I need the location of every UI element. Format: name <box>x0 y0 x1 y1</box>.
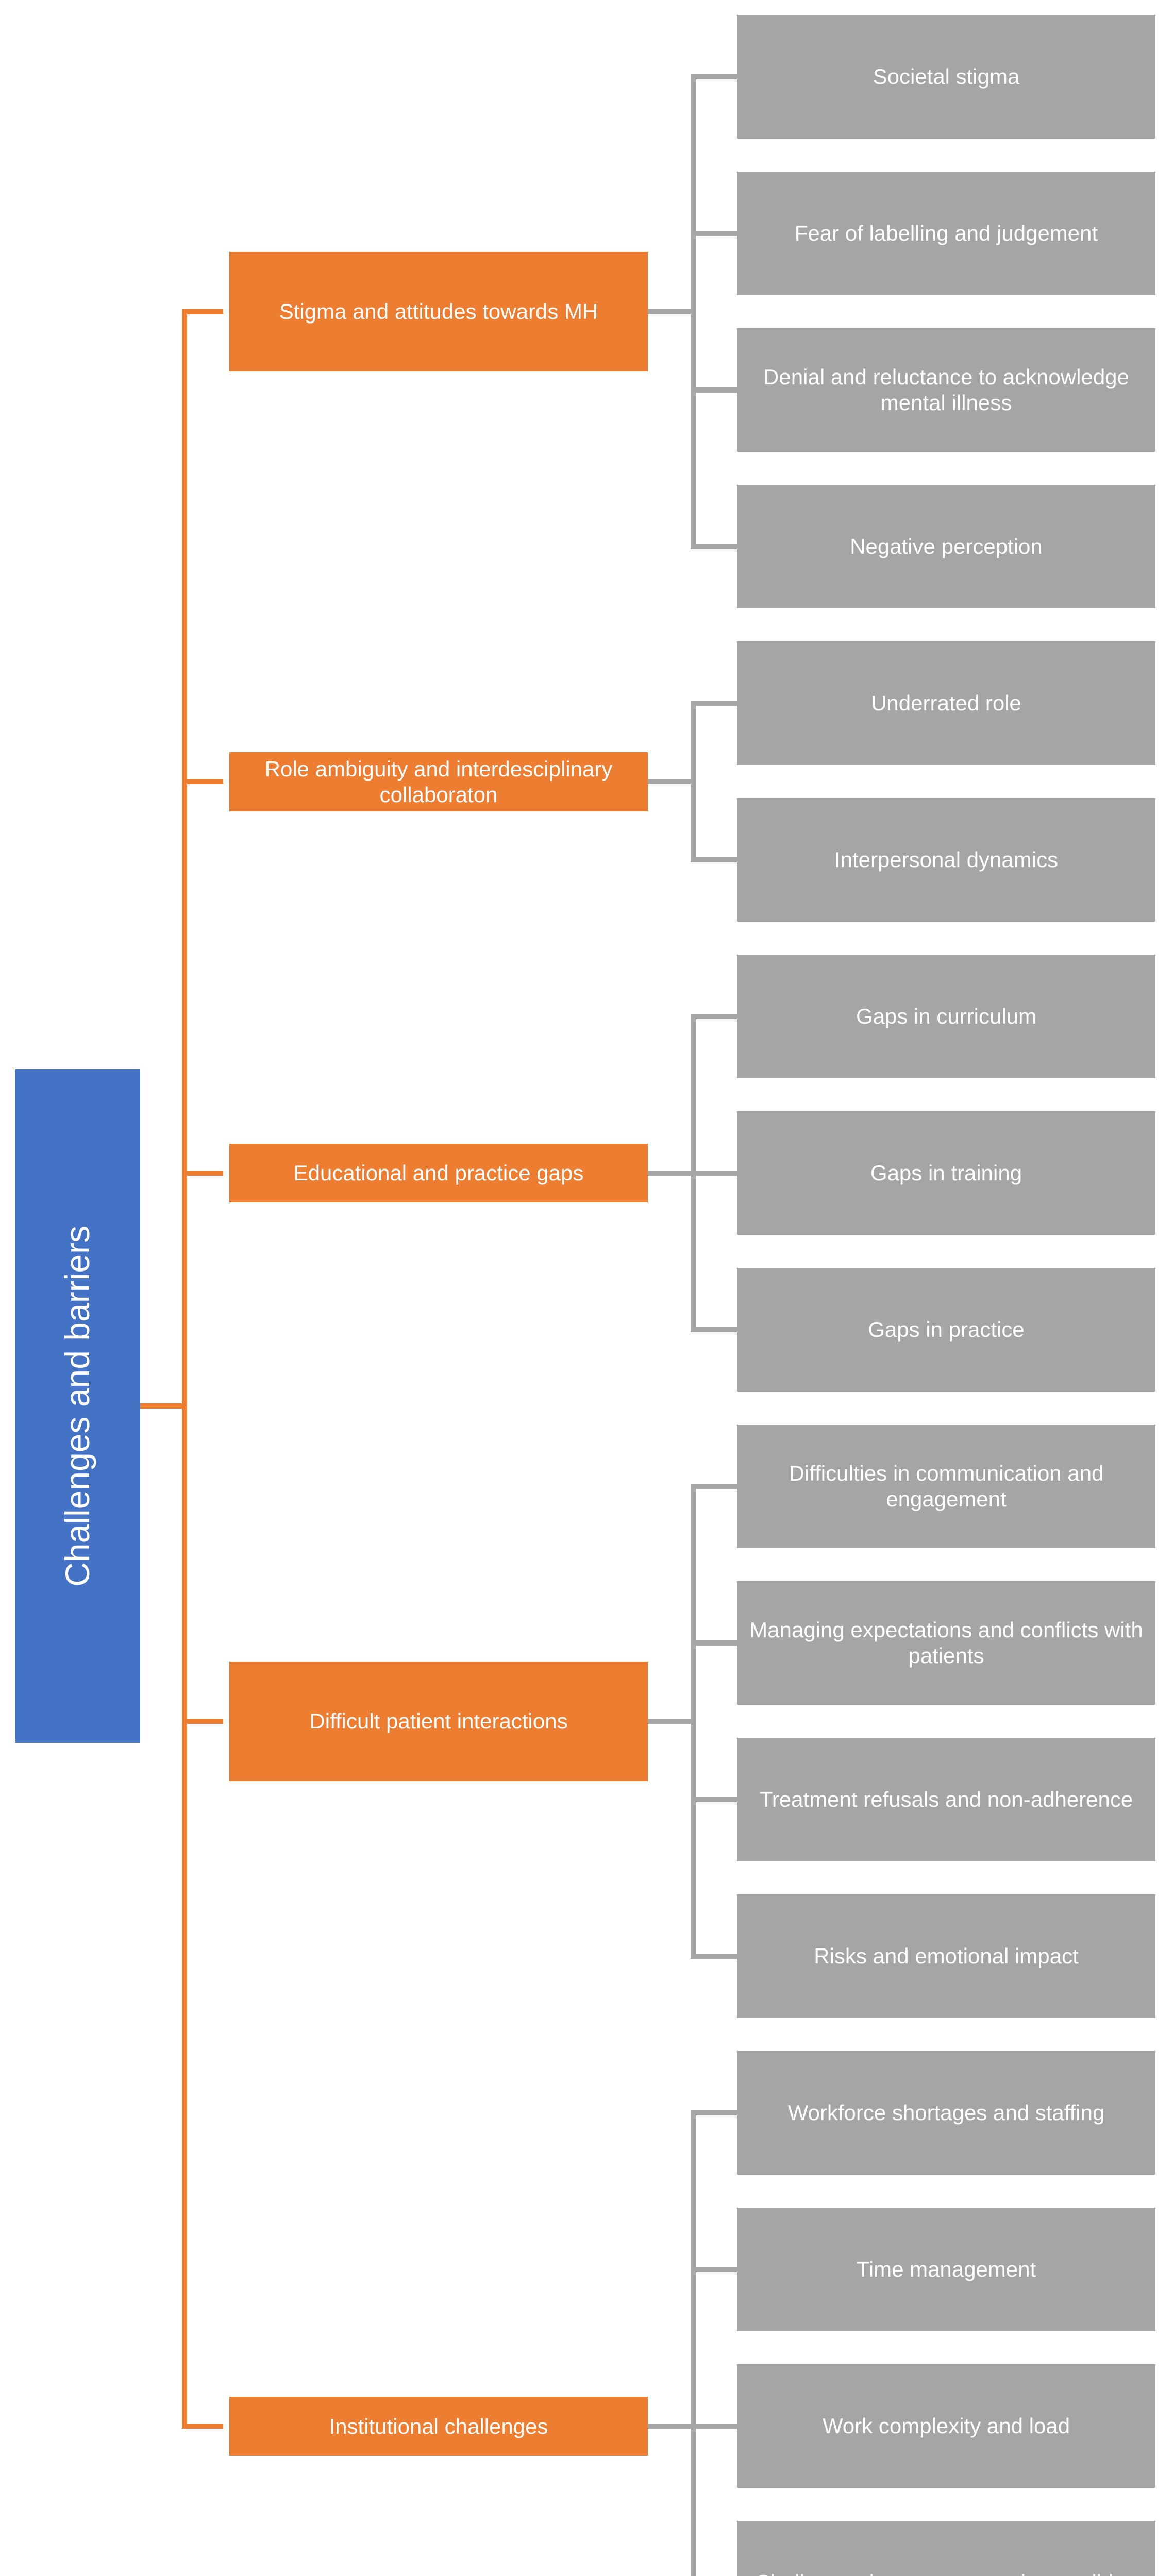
connector-trunk-stub <box>182 779 223 784</box>
leaf-node-label: Gaps in training <box>870 1161 1022 1185</box>
branch-node[interactable]: Stigma and attitudes towards MH <box>229 252 648 371</box>
leaf-node-label: Denial and reluctance to acknowledge men… <box>763 365 1129 415</box>
connector-leaf-stub <box>691 2424 737 2429</box>
leaf-node[interactable]: Negative perception <box>737 485 1155 608</box>
connector-leaf-stub <box>691 1484 737 1489</box>
leaf-node[interactable]: Gaps in training <box>737 1111 1155 1235</box>
leaf-node-label: Managing expectations and conflicts with… <box>749 1618 1143 1668</box>
leaf-node[interactable]: Underrated role <box>737 641 1155 765</box>
leaf-node[interactable]: Workforce shortages and staffing <box>737 2051 1155 2175</box>
leaf-node[interactable]: Gaps in practice <box>737 1268 1155 1392</box>
connector-trunk-spine <box>182 309 187 2429</box>
leaf-node[interactable]: Challenges in treatment and prescribing <box>737 2521 1155 2576</box>
leaf-node[interactable]: Treatment refusals and non-adherence <box>737 1738 1155 1861</box>
leaf-node-label: Work complexity and load <box>822 2414 1070 2438</box>
connector-branch-to-spine <box>648 309 696 314</box>
branch-node-label: Difficult patient interactions <box>309 1709 568 1734</box>
branch-node[interactable]: Difficult patient interactions <box>229 1662 648 1781</box>
leaf-node[interactable]: Managing expectations and conflicts with… <box>737 1581 1155 1705</box>
leaf-node[interactable]: Difficulties in communication and engage… <box>737 1425 1155 1548</box>
leaf-node[interactable]: Fear of labelling and judgement <box>737 172 1155 295</box>
connector-leaf-stub <box>691 2267 737 2272</box>
connector-leaf-stub <box>691 387 737 393</box>
connector-branch-to-spine <box>648 2424 696 2429</box>
connector-leaf-stub <box>691 1954 737 1959</box>
branch-node[interactable]: Educational and practice gaps <box>229 1144 648 1202</box>
connector-trunk-stub <box>182 309 223 314</box>
connector-trunk-stub <box>182 2424 223 2429</box>
connector-leaf-stub <box>691 701 737 706</box>
root-node-challenges-and-barriers[interactable]: Challenges and barriers <box>15 1069 140 1743</box>
leaf-node[interactable]: Gaps in curriculum <box>737 955 1155 1078</box>
connector-leaf-stub <box>691 2110 737 2115</box>
connector-leaf-stub <box>691 1171 737 1176</box>
leaf-node-label: Societal stigma <box>873 64 1020 89</box>
leaf-node-label: Time management <box>856 2257 1036 2282</box>
leaf-node-label: Interpersonal dynamics <box>834 848 1059 872</box>
leaf-node-label: Treatment refusals and non-adherence <box>759 1787 1133 1812</box>
branch-node[interactable]: Institutional challenges <box>229 2397 648 2456</box>
leaf-node-label: Negative perception <box>850 534 1043 559</box>
connector-branch-to-spine <box>648 1171 696 1176</box>
leaf-node-label: Underrated role <box>871 691 1021 716</box>
branch-node-label: Stigma and attitudes towards MH <box>279 299 598 324</box>
branch-node-label: Role ambiguity and interdesciplinary col… <box>264 756 613 807</box>
connector-branch-to-spine <box>648 1719 696 1724</box>
leaf-node[interactable]: Interpersonal dynamics <box>737 798 1155 922</box>
leaf-node[interactable]: Risks and emotional impact <box>737 1894 1155 2018</box>
leaf-node[interactable]: Work complexity and load <box>737 2364 1155 2488</box>
connector-leaf-stub <box>691 1640 737 1646</box>
connector-trunk-stub <box>182 1719 223 1724</box>
connector-leaf-stub <box>691 544 737 549</box>
connector-leaf-spine <box>691 2110 696 2576</box>
connector-leaf-stub <box>691 1014 737 1019</box>
leaf-node-label: Fear of labelling and judgement <box>794 221 1098 246</box>
connector-leaf-stub <box>691 74 737 79</box>
branch-node-label: Educational and practice gaps <box>293 1161 584 1185</box>
connector-leaf-stub <box>691 1797 737 1802</box>
leaf-node-label: Difficulties in communication and engage… <box>789 1461 1104 1511</box>
connector-trunk-stub <box>182 1171 223 1176</box>
branch-node[interactable]: Role ambiguity and interdesciplinary col… <box>229 752 648 811</box>
leaf-node-label: Challenges in treatment and prescribing <box>755 2570 1137 2576</box>
leaf-node[interactable]: Time management <box>737 2208 1155 2331</box>
connector-leaf-stub <box>691 857 737 862</box>
leaf-node-label: Gaps in curriculum <box>856 1004 1037 1029</box>
branch-node-label: Institutional challenges <box>329 2414 548 2438</box>
leaf-node[interactable]: Denial and reluctance to acknowledge men… <box>737 328 1155 452</box>
leaf-node-label: Workforce shortages and staffing <box>787 2100 1105 2125</box>
connector-branch-to-spine <box>648 779 696 784</box>
leaf-node-label: Gaps in practice <box>868 1317 1025 1342</box>
root-node-label: Challenges and barriers <box>58 1225 97 1587</box>
connector-root-stub <box>140 1403 187 1409</box>
connector-leaf-stub <box>691 231 737 236</box>
leaf-node[interactable]: Societal stigma <box>737 15 1155 139</box>
connector-leaf-stub <box>691 1327 737 1332</box>
leaf-node-label: Risks and emotional impact <box>814 1944 1079 1969</box>
